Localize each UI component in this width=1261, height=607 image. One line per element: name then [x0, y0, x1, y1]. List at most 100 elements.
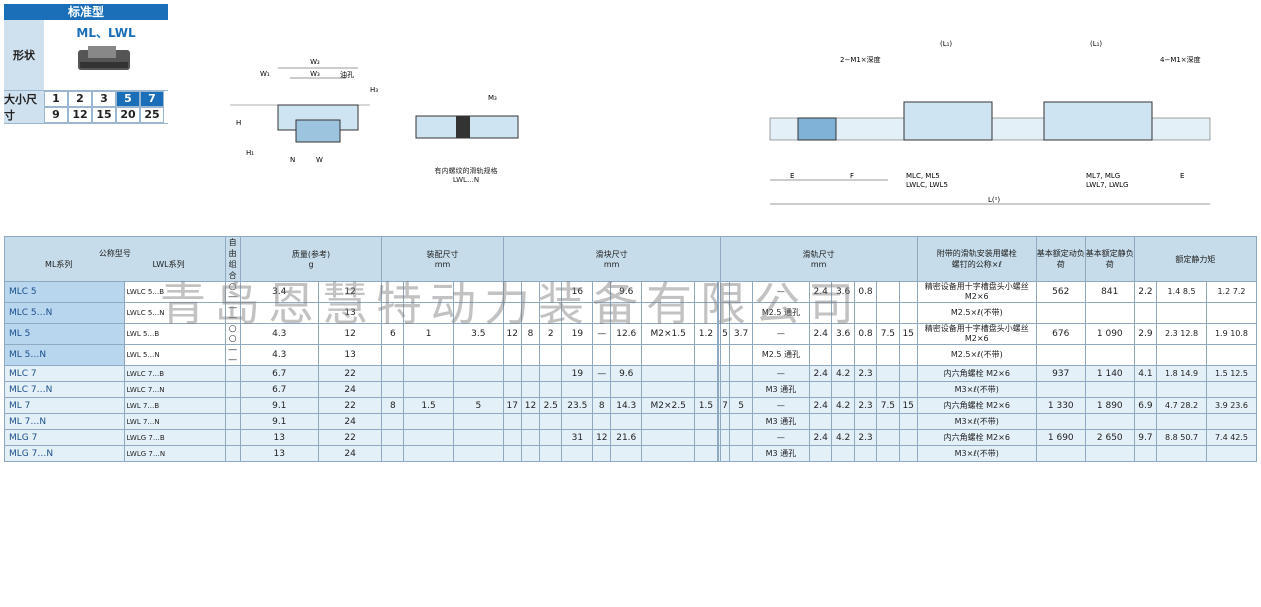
table-cell	[1035, 445, 1086, 462]
table-cell: 8	[381, 397, 405, 414]
th-bolt2: 螺钉的公称×ℓ	[951, 260, 1002, 269]
shape-models: ML、LWL	[76, 26, 136, 40]
table-cell: 1.9 10.8	[1205, 323, 1258, 345]
table-cell	[381, 365, 405, 382]
table-cell	[641, 413, 696, 430]
table-cell: 3.5	[452, 323, 504, 345]
table-cell	[717, 445, 721, 462]
shape-title: 标准型	[4, 4, 168, 20]
cross-section-drawing: W₂ W₃ W₁ H H₁ N W H₃ 油孔	[220, 50, 380, 184]
size-top: 5	[116, 91, 140, 107]
th-rail-text: 滑轨尺寸	[802, 250, 835, 259]
table-cell: 2.3 12.8	[1156, 323, 1207, 345]
rail-note: 有内螺纹的滑轨规格 LWL…N	[426, 166, 506, 184]
slider-thumbnail-icon	[78, 46, 130, 70]
table-cell: 9.6	[610, 281, 643, 303]
table-cell	[561, 445, 594, 462]
table-cell: 2.4	[809, 323, 833, 345]
svg-text:W₃: W₃	[310, 70, 320, 78]
table-cell: 15	[898, 397, 918, 414]
table-cell	[1084, 445, 1135, 462]
table-cell	[719, 302, 731, 324]
svg-text:W: W	[316, 156, 323, 164]
th-model-text: 公称型号	[98, 249, 131, 258]
table-cell: LWL 7…B	[123, 397, 226, 414]
table-cell: 0.8	[853, 281, 878, 303]
table-cell	[694, 344, 718, 366]
size-row: 大小尺寸 1 2 3 5 7 9 12 15 20 25	[4, 91, 168, 124]
variant-2a: ML7, MLG	[1086, 172, 1120, 180]
shape-row: 形状 ML、LWL	[4, 20, 168, 91]
rail-note-1: 有内螺纹的滑轨规格	[434, 167, 498, 175]
table-cell: 1 140	[1084, 365, 1135, 382]
table-cell: 4.3	[239, 344, 319, 366]
table-cell	[1133, 445, 1158, 462]
table-cell: 3.4	[239, 281, 319, 303]
table-cell	[719, 344, 731, 366]
table-cell: 22	[317, 365, 383, 382]
table-cell	[1205, 445, 1258, 462]
table-cell: M3×ℓ(不带)	[916, 445, 1037, 462]
table-cell: 562	[1035, 281, 1086, 303]
table-cell: —	[751, 429, 811, 446]
table-cell: 2 650	[1084, 429, 1135, 446]
table-cell	[853, 445, 878, 462]
table-cell	[831, 413, 855, 430]
th-bolt-text: 附带的滑轨安装用螺栓	[936, 249, 1017, 258]
th-mm: mm	[603, 260, 620, 269]
table-cell	[381, 302, 405, 324]
table-cell: M2×2.5	[641, 397, 696, 414]
table-cell	[729, 445, 753, 462]
table-cell: ML 5…N	[4, 344, 125, 366]
th-mass: 质量(参考)g	[239, 236, 383, 282]
table-cell	[729, 413, 753, 430]
table-cell	[898, 344, 918, 366]
table-cell: 15	[898, 323, 918, 345]
th-lwl-text: LWL系列	[152, 260, 185, 269]
table-cell	[403, 281, 454, 303]
table-cell	[610, 413, 643, 430]
table-cell	[520, 302, 541, 324]
table-cell	[1084, 381, 1135, 398]
table-cell	[694, 302, 718, 324]
table-cell	[831, 302, 855, 324]
table-cell: 内六角螺栓 M2×6	[916, 429, 1037, 446]
table-cell: MLG 7…N	[4, 445, 125, 462]
table-cell	[898, 381, 918, 398]
table-cell	[561, 302, 594, 324]
table-cell: M2×1.5	[641, 323, 696, 345]
table-cell	[853, 381, 878, 398]
table-cell	[694, 429, 718, 446]
table-cell	[592, 302, 612, 324]
table-cell	[1133, 344, 1158, 366]
th-combo: 自由组合	[224, 236, 241, 282]
table-cell	[610, 344, 643, 366]
table-cell	[831, 344, 855, 366]
table-cell	[1205, 344, 1258, 366]
table-cell	[898, 413, 918, 430]
table-cell: MLC 7	[4, 365, 125, 382]
table-cell	[539, 281, 563, 303]
svg-text:N: N	[290, 156, 295, 164]
table-cell	[853, 302, 878, 324]
table-cell	[719, 445, 731, 462]
table-cell	[381, 429, 405, 446]
table-cell: — —	[224, 302, 241, 324]
table-cell: 2.3	[853, 429, 878, 446]
table-cell: MLC 7…N	[4, 381, 125, 398]
table-cell	[876, 281, 900, 303]
table-cell: 937	[1035, 365, 1086, 382]
th-mass-text: 质量(参考)	[291, 250, 331, 259]
table-cell	[641, 381, 696, 398]
table-cell: 4.2	[831, 365, 855, 382]
table-cell	[403, 429, 454, 446]
table-cell	[1156, 302, 1207, 324]
